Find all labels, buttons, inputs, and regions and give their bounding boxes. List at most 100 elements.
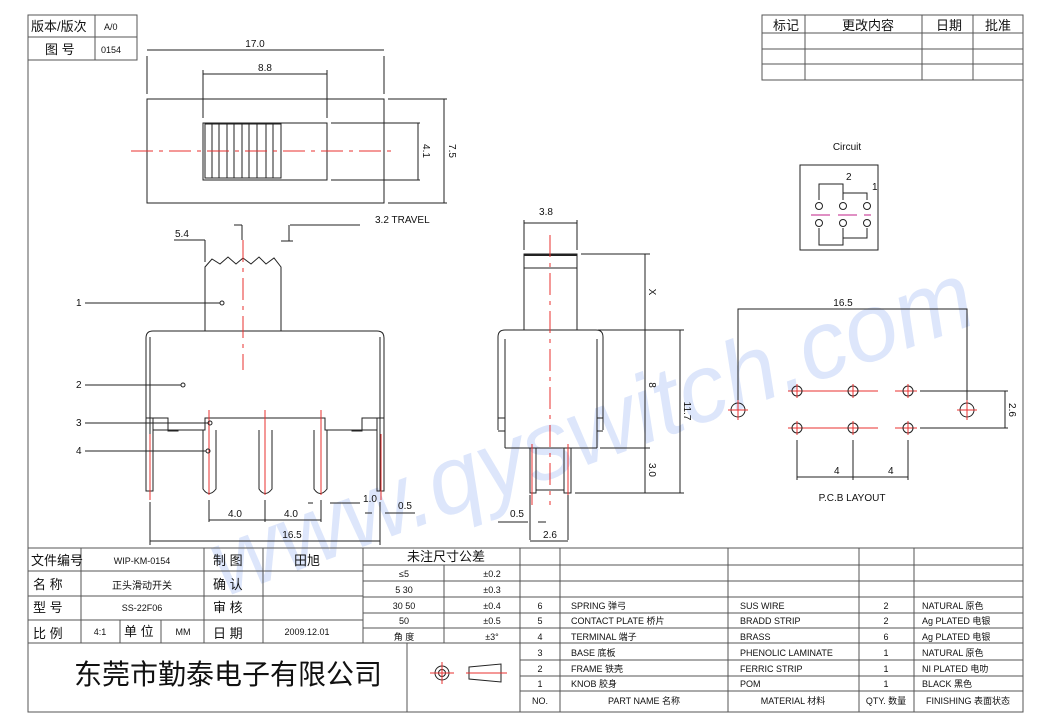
revision-header-mark: 标记 (773, 18, 799, 33)
top-view: 17.0 8.8 4.1 7.5 (131, 39, 457, 204)
part-finish: Ag PLATED 电银 (922, 615, 990, 626)
version-box: 版本/版次 A/0 图 号 0154 (27, 14, 138, 61)
tolerance-value: ±0.3 (483, 585, 500, 595)
part-material: BRADD STRIP (740, 616, 801, 626)
parts-header-finish: FINISHING 表面状态 (926, 695, 1010, 706)
revision-header-content: 更改内容 (842, 18, 894, 33)
parts-table-row: 4 TERMINAL 端子 BRASS 6 Ag PLATED 电银 (537, 631, 990, 642)
part-material: SUS WIRE (740, 601, 785, 611)
part-qty: 2 (883, 616, 888, 626)
dim-pin-thickness: 0.5 (510, 509, 524, 520)
pcb-dim-row-spacing: 2.6 (1006, 403, 1017, 417)
circuit-title: Circuit (833, 142, 862, 153)
part-no: 3 (537, 648, 542, 658)
part-no: 1 (537, 679, 542, 689)
pcb-dim-pitch-1: 4 (834, 466, 840, 477)
dim-knob-height: 4.1 (420, 144, 431, 158)
scale-label: 比 例 (33, 626, 63, 641)
part-qty: 1 (883, 679, 888, 689)
dim-pitch-1: 4.0 (228, 509, 242, 520)
tolerance-range: ≤5 (399, 569, 409, 579)
revision-header-approve: 批准 (985, 18, 1011, 33)
part-finish: NI PLATED 电叻 (922, 663, 988, 674)
date-label: 日 期 (213, 626, 243, 641)
circuit-label-2: 2 (846, 172, 852, 183)
part-no: 4 (537, 632, 542, 642)
part-name: SPRING 弹弓 (571, 600, 626, 611)
dim-body-height: 8 (646, 382, 657, 388)
file-no-value: WIP-KM-0154 (114, 556, 171, 566)
dim-travel: 3.2 TRAVEL (375, 215, 430, 226)
confirm-label: 确 认 (213, 577, 243, 592)
revision-table: 标记 更改内容 日期 批准 (761, 14, 1024, 81)
version-value: A/0 (104, 22, 118, 32)
part-name: FRAME 铁壳 (571, 663, 623, 674)
part-finish: BLACK 黑色 (922, 678, 972, 689)
pcb-dim-overall: 16.5 (833, 298, 853, 309)
part-material: BRASS (740, 632, 771, 642)
dim-side-knob-width: 3.8 (539, 207, 553, 218)
tolerance-value: ±0.5 (483, 616, 500, 626)
pcb-layout: 16.5 2.6 4 4 P.C.B LAYOUT (728, 298, 1017, 504)
dim-knob-span: 8.8 (258, 63, 272, 74)
part-finish: NATURAL 原色 (922, 647, 984, 658)
part-name: KNOB 胶身 (571, 678, 617, 689)
part-name: TERMINAL 端子 (571, 631, 637, 642)
drawing-no-label: 图 号 (45, 42, 75, 57)
tolerance-value: ±3° (485, 632, 499, 642)
scale-value: 4:1 (94, 627, 107, 637)
parts-header-material: MATERIAL 材料 (761, 695, 826, 706)
sheet-border (27, 15, 1024, 713)
dim-pin-length: 3.0 (646, 463, 657, 477)
part-name: CONTACT PLATE 桥片 (571, 615, 665, 626)
tolerance-range: 角 度 (394, 631, 415, 642)
name-value: 正头滑动开关 (112, 579, 172, 592)
tolerance-range: 50 (399, 616, 409, 626)
dim-pin-width: 1.0 (363, 494, 377, 505)
dim-pitch-2: 4.0 (284, 509, 298, 520)
part-name: BASE 底板 (571, 647, 616, 658)
part-qty: 1 (883, 648, 888, 658)
part-material: FERRIC STRIP (740, 664, 803, 674)
tolerance-table: 未注尺寸公差 ≤5±0.25 30±0.330 50±0.450±0.5角 度±… (363, 549, 520, 643)
leader-4: 4 (76, 446, 82, 457)
drawn-label: 制 图 (213, 553, 243, 568)
review-label: 审 核 (213, 600, 243, 615)
part-qty: 6 (883, 632, 888, 642)
leader-3: 3 (76, 418, 82, 429)
model-value: SS-22F06 (122, 603, 163, 613)
dim-knob-height-x: X (646, 289, 657, 296)
dim-leg-width: 0.5 (398, 501, 412, 512)
company-name: 东莞市勤泰电子有限公司 (74, 659, 382, 690)
version-label: 版本/版次 (31, 19, 87, 34)
pcb-title: P.C.B LAYOUT (819, 493, 886, 504)
part-finish: NATURAL 原色 (922, 600, 984, 611)
dim-width: 17.0 (245, 39, 265, 50)
leader-1: 1 (76, 298, 82, 309)
name-label: 名 称 (33, 577, 63, 592)
circuit-label-1: 1 (872, 182, 878, 193)
unit-value: MM (176, 627, 191, 637)
circuit-diagram: Circuit 2 1 (799, 142, 879, 251)
part-qty: 2 (883, 601, 888, 611)
drawn-value: 田旭 (294, 553, 320, 568)
tolerance-title: 未注尺寸公差 (407, 549, 485, 564)
parts-table-row: 1 KNOB 胶身 POM 1 BLACK 黑色 (537, 678, 972, 689)
projection-symbol-icon (430, 662, 507, 684)
dim-pin-spacing: 2.6 (543, 530, 557, 541)
side-view: 3.8 X 8 3.0 11.7 0.5 2.6 (497, 207, 692, 542)
parts-header-qty: QTY. 数量 (866, 695, 906, 706)
tolerance-value: ±0.4 (483, 601, 500, 611)
parts-header-no: NO. (532, 696, 548, 706)
parts-table: NO. PART NAME 名称 MATERIAL 材料 QTY. 数量 FIN… (520, 548, 1024, 712)
dim-height: 7.5 (446, 144, 457, 158)
part-material: POM (740, 679, 761, 689)
model-label: 型 号 (33, 600, 63, 615)
dim-overall-width: 16.5 (282, 530, 302, 541)
part-qty: 1 (883, 664, 888, 674)
part-finish: Ag PLATED 电银 (922, 631, 990, 642)
